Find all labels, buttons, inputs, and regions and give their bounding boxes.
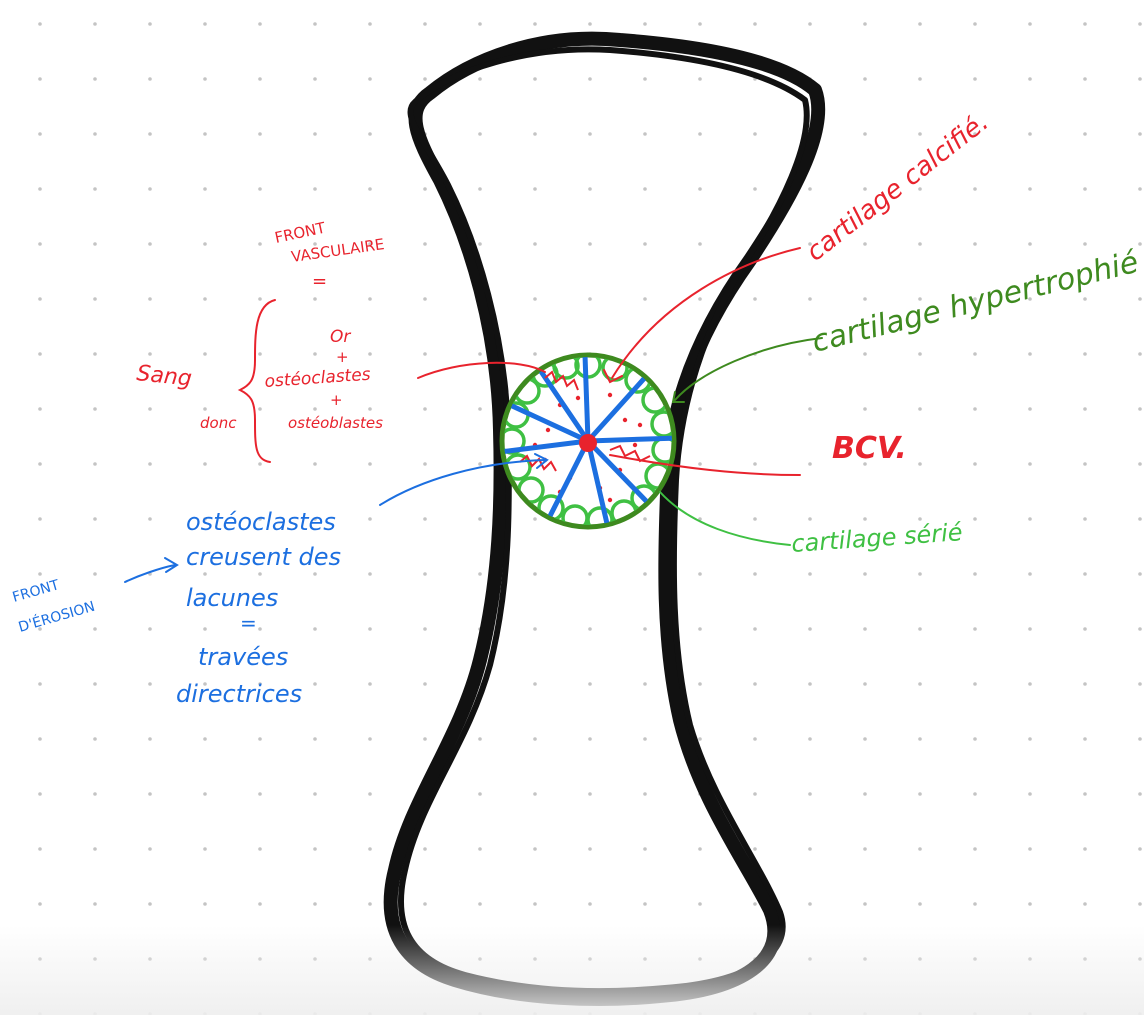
osteoclastes-blue-label: ostéoclastes [186, 508, 336, 536]
front-vasculaire-equals: = [312, 271, 327, 292]
osteoblastes-red: ostéoblastes [288, 414, 383, 432]
or-label: Or [330, 327, 351, 347]
travees-label: travées [198, 643, 288, 671]
creusent-des-label: creusent des [186, 543, 341, 571]
plus-1: + [336, 348, 349, 366]
donc-label: donc [200, 414, 237, 432]
equals-blue: = [240, 611, 257, 635]
directrices-label: directrices [176, 680, 302, 708]
bcv-label: BCV. [832, 431, 907, 466]
plus-2: + [330, 391, 343, 409]
central-blood-vessel [579, 434, 597, 452]
lacunes-label: lacunes [186, 584, 278, 612]
